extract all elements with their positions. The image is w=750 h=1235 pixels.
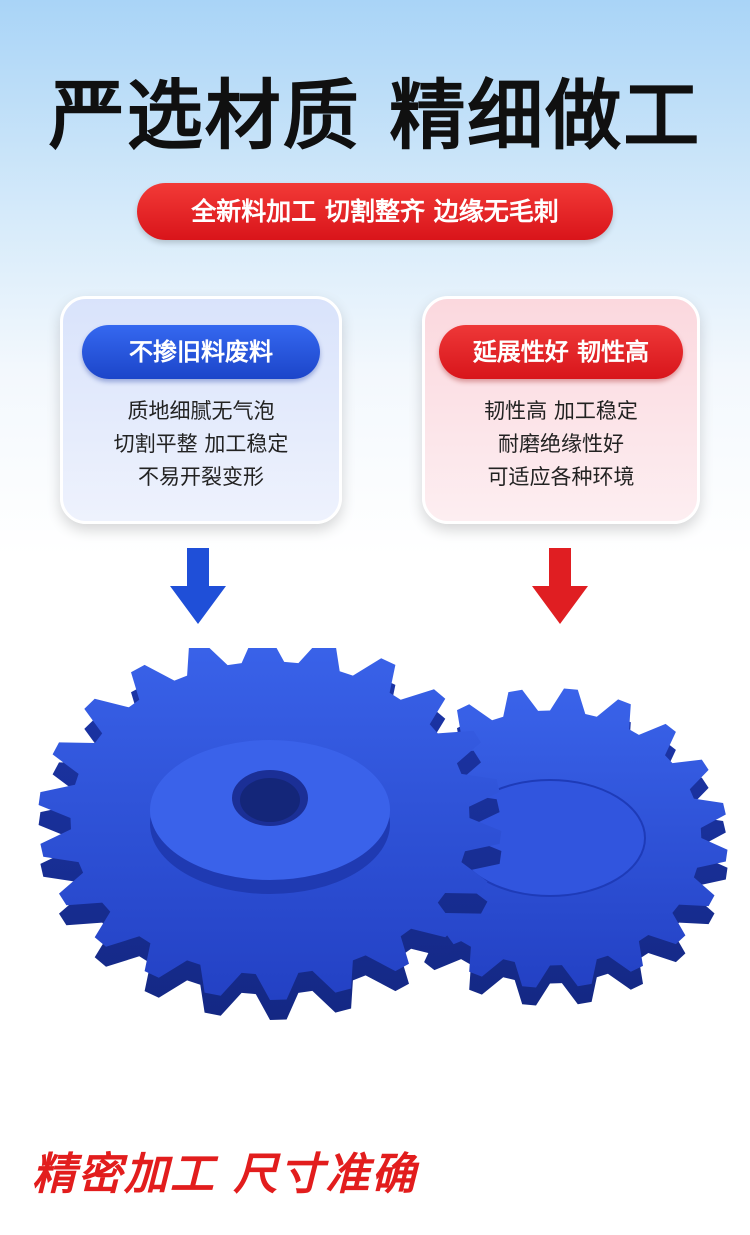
footer-slogan: 精密加工 尺寸准确 (32, 1149, 418, 1200)
card-line: 不易开裂变形 (138, 465, 264, 489)
card-line: 切割平整 加工稳定 (113, 432, 289, 456)
subtitle-pill: 全新料加工 切割整齐 边缘无毛刺 (137, 183, 613, 240)
card-badge: 延展性好 韧性高 (439, 325, 683, 379)
card-line: 可适应各种环境 (487, 465, 635, 489)
card-line: 韧性高 加工稳定 (484, 399, 638, 423)
gears-image (38, 648, 728, 1020)
feature-card-toughness: 延展性好 韧性高 韧性高 加工稳定 耐磨绝缘性好 可适应各种环境 (422, 296, 700, 524)
arrow-down-icon (532, 548, 588, 624)
gear-left (38, 648, 502, 1020)
card-text: 质地细腻无气泡 切割平整 加工稳定 不易开裂变形 (63, 395, 339, 494)
card-line: 质地细腻无气泡 (127, 399, 275, 423)
headline: 严选材质 精细做工 (48, 71, 702, 160)
card-text: 韧性高 加工稳定 耐磨绝缘性好 可适应各种环境 (425, 395, 697, 494)
card-badge: 不掺旧料废料 (82, 325, 320, 379)
arrow-down-icon (170, 548, 226, 624)
feature-card-materials: 不掺旧料废料 质地细腻无气泡 切割平整 加工稳定 不易开裂变形 (60, 296, 342, 524)
card-line: 耐磨绝缘性好 (498, 432, 624, 456)
